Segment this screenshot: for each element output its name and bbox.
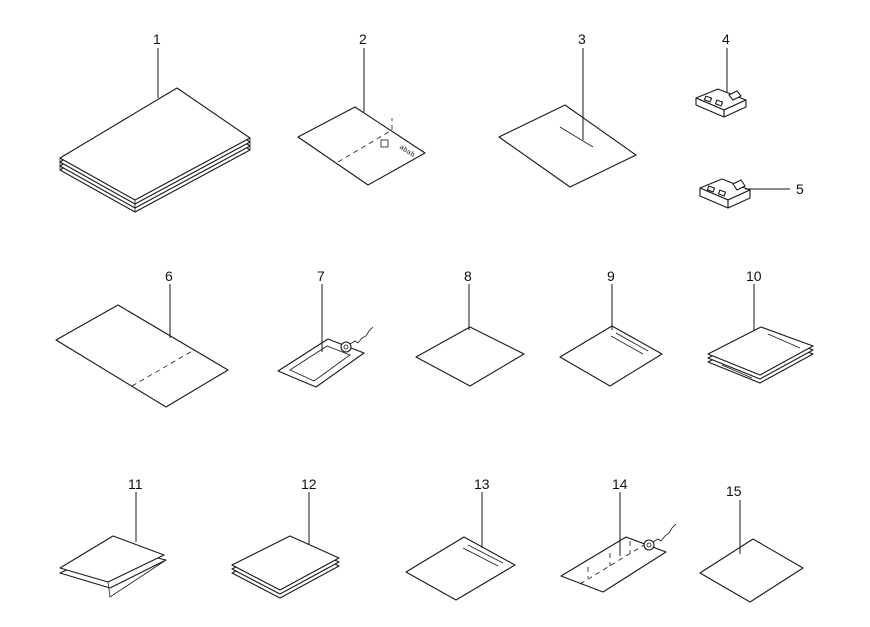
callout-12: 12 [301,476,317,492]
item-9-booklet: 9 [559,268,663,387]
callout-1: 1 [153,31,161,47]
item-8-card: 8 [415,268,525,387]
item-14-tag: 14 [560,476,677,593]
callout-7: 7 [317,268,325,284]
item-2-card: abab 2 [297,31,426,186]
item-4-fuse: 4 [695,31,747,118]
item-11-leaflet: 11 [59,476,167,598]
callout-15: 15 [726,483,742,499]
callout-8: 8 [464,268,472,284]
item-10-booklet: 10 [707,268,814,384]
callout-13: 13 [474,476,490,492]
callout-2: 2 [359,31,367,47]
callout-6: 6 [165,268,173,284]
callout-14: 14 [612,476,628,492]
callout-4: 4 [722,31,730,47]
item-2-square-mark [380,139,389,148]
item-1-manual: 1 [59,31,251,213]
callout-11: 11 [128,476,143,492]
item-13-booklet: 13 [405,476,516,601]
item-7-tag: 7 [277,268,374,388]
callout-5: 5 [796,181,804,197]
item-5-fuse: 5 [699,178,804,209]
item-3-sheet: 3 [498,31,637,188]
callout-9: 9 [607,268,615,284]
callout-3: 3 [578,31,586,47]
callout-10: 10 [746,268,762,284]
item-15-sheet: 15 [699,483,804,603]
item-12-booklet: 12 [231,476,340,599]
item-6-sheet: 6 [55,268,229,408]
item-2-fold-line [337,129,393,163]
